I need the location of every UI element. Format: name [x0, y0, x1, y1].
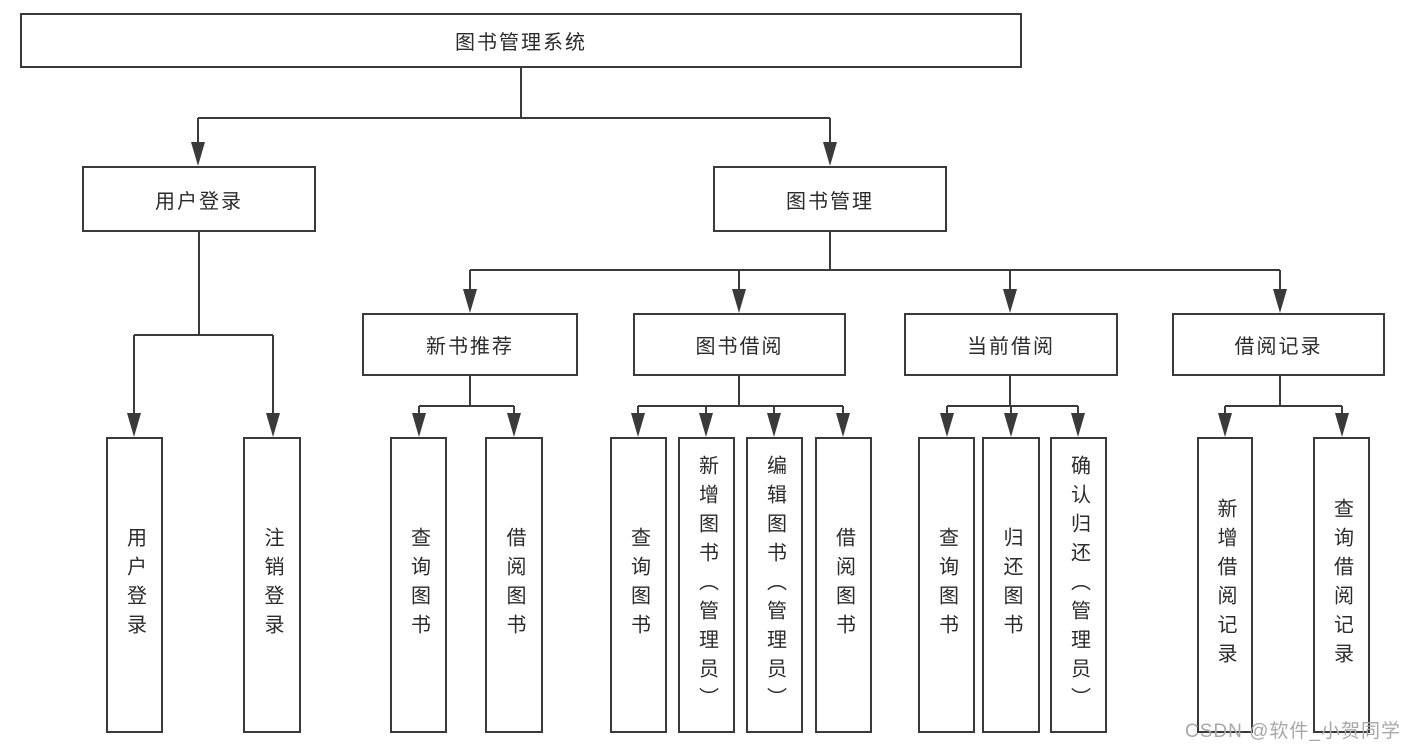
node-leaf-query-books-2: 查询图书 — [610, 437, 667, 733]
node-book-borrowing: 图书借阅 — [633, 313, 846, 376]
arrow-down-icon — [1004, 413, 1018, 437]
connector-user-login-split — [133, 232, 274, 420]
arrow-down-icon — [412, 413, 426, 437]
connector-borrow-records-split — [1224, 376, 1343, 420]
arrow-down-icon — [631, 413, 645, 437]
node-new-book-recommend: 新书推荐 — [362, 313, 578, 376]
arrow-down-icon — [1335, 413, 1349, 437]
node-leaf-logout: 注销登录 — [243, 437, 301, 733]
arrow-down-icon — [767, 413, 781, 437]
node-leaf-borrow-books-2: 借阅图书 — [815, 437, 872, 733]
arrow-down-icon — [836, 413, 850, 437]
node-leaf-edit-books-admin: 编辑图书（管理员） — [746, 437, 803, 733]
arrow-down-icon — [507, 413, 521, 437]
node-leaf-borrow-books-1: 借阅图书 — [485, 437, 543, 733]
connector-new-books-split — [418, 376, 515, 420]
connector-root-split — [197, 68, 831, 148]
arrow-down-icon — [1218, 413, 1232, 437]
node-borrowing-records: 借阅记录 — [1172, 313, 1385, 376]
node-current-borrowing: 当前借阅 — [904, 313, 1118, 376]
arrow-down-icon — [463, 289, 477, 313]
arrow-down-icon — [940, 413, 954, 437]
arrow-down-icon — [1003, 289, 1017, 313]
node-user-login: 用户登录 — [82, 166, 316, 232]
arrow-down-icon — [732, 289, 746, 313]
arrow-down-icon — [1273, 289, 1287, 313]
node-leaf-add-borrow-record: 新增借阅记录 — [1197, 437, 1253, 733]
node-leaf-query-books-1: 查询图书 — [390, 437, 447, 733]
node-leaf-confirm-return-admin: 确认归还（管理员） — [1050, 437, 1107, 733]
arrow-down-icon — [823, 142, 837, 166]
arrow-down-icon — [1071, 413, 1085, 437]
node-leaf-return-books: 归还图书 — [982, 437, 1040, 733]
arrowheads — [127, 142, 1349, 437]
node-leaf-query-borrow-record: 查询借阅记录 — [1313, 437, 1370, 733]
node-book-management: 图书管理 — [713, 166, 947, 232]
arrow-down-icon — [266, 413, 280, 437]
connector-book-mgmt-split — [469, 232, 1281, 297]
node-library-management-system: 图书管理系统 — [20, 13, 1022, 68]
node-leaf-add-books-admin: 新增图书（管理员） — [678, 437, 735, 733]
arrow-down-icon — [127, 413, 141, 437]
node-leaf-user-login: 用户登录 — [106, 437, 163, 733]
node-leaf-query-books-3: 查询图书 — [918, 437, 975, 733]
arrow-down-icon — [191, 142, 205, 166]
csdn-watermark: CSDN @软件_小贺同学 — [1185, 721, 1401, 742]
connector-book-borrow-split — [637, 376, 844, 420]
arrow-down-icon — [699, 413, 713, 437]
